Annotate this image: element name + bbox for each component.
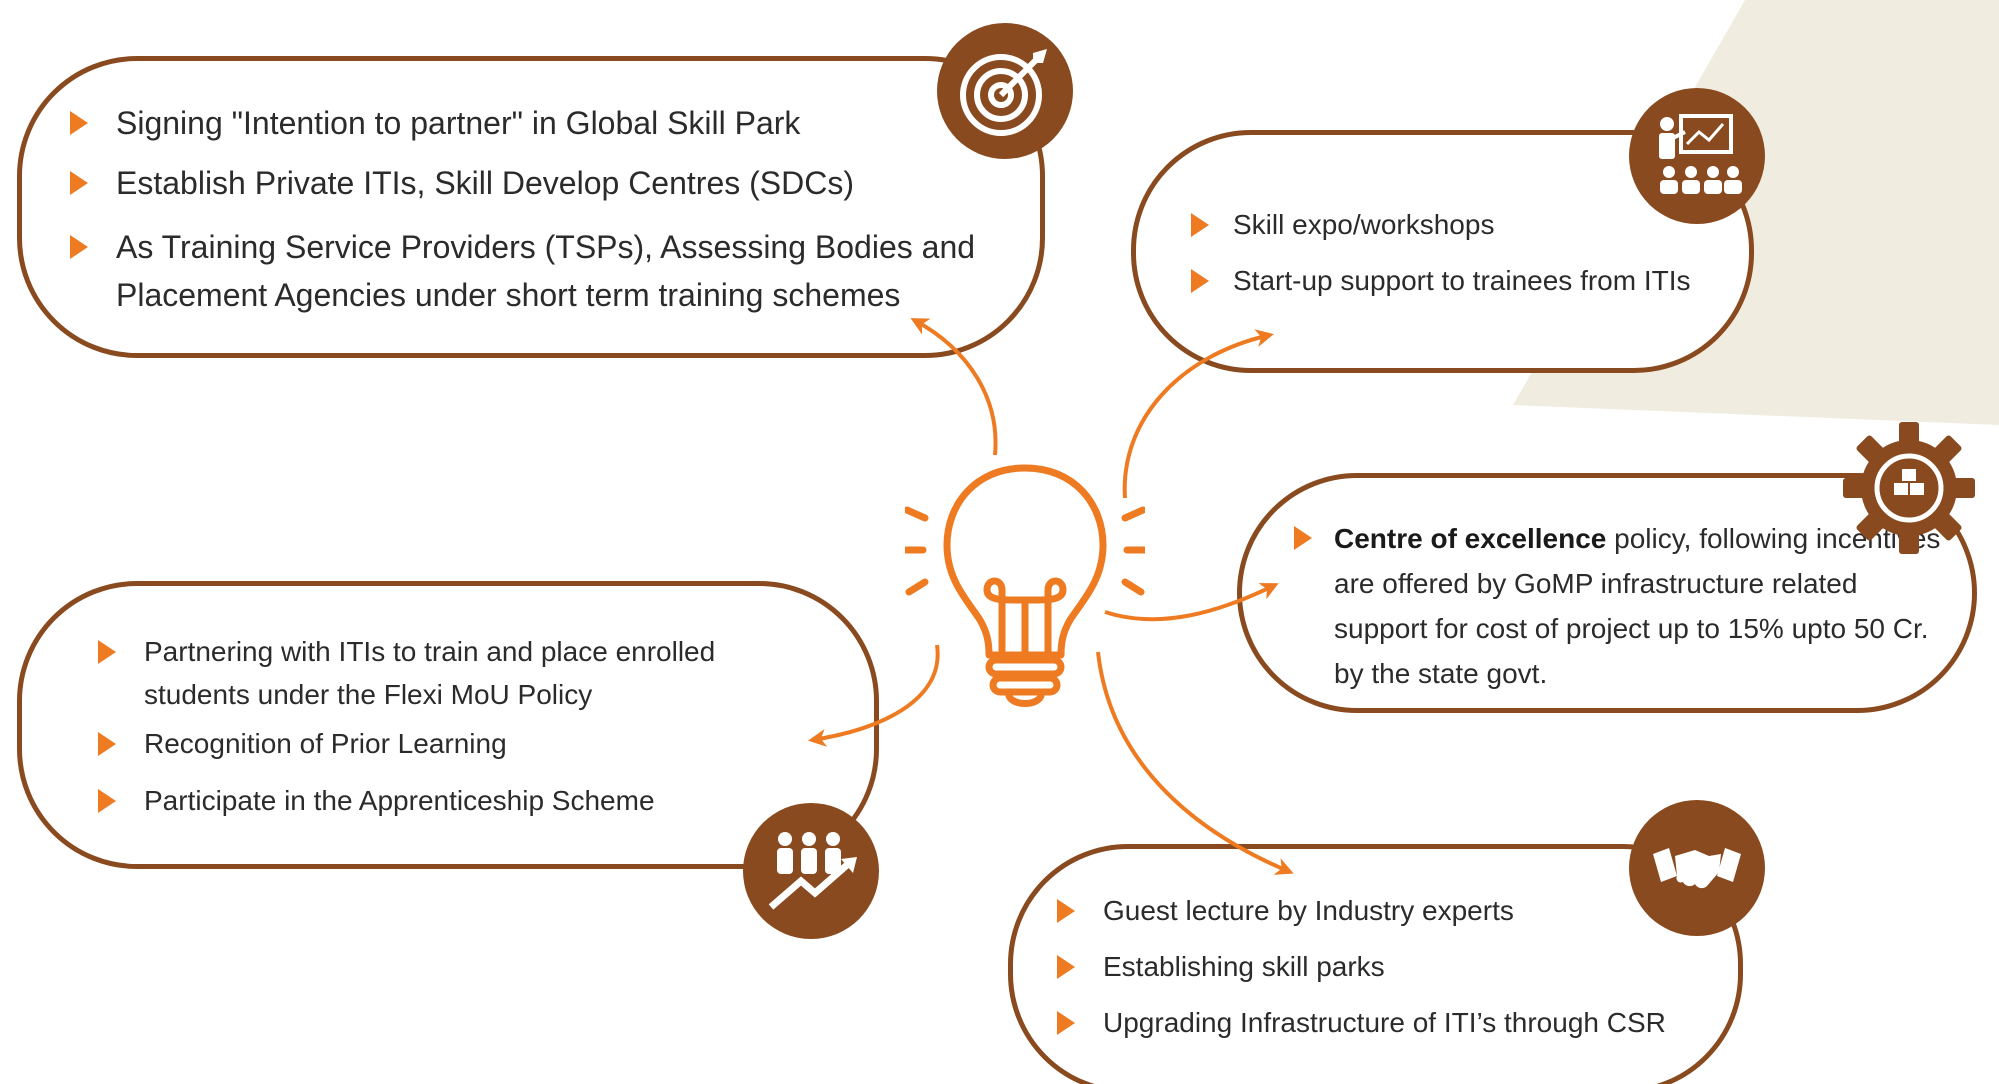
target-icon (937, 23, 1073, 159)
gear-boxes-icon (1841, 420, 1977, 556)
item-text: Upgrading Infrastructure of ITI’s throug… (1103, 1007, 1666, 1038)
presentation-icon (1629, 88, 1765, 224)
list-item: As Training Service Providers (TSPs), As… (70, 223, 1020, 319)
bullet-arrow-icon (1294, 526, 1312, 550)
bullet-arrow-icon (70, 235, 88, 259)
bullet-arrow-icon (70, 171, 88, 195)
people-growth-icon (743, 803, 879, 939)
bullet-arrow-icon (1057, 1011, 1075, 1035)
bullet-arrow-icon (98, 789, 116, 813)
list-item: Partnering with ITIs to train and place … (98, 630, 818, 716)
card-list: Guest lecture by Industry experts Establ… (1057, 893, 1737, 1041)
item-bold-lead: Centre of excellence (1334, 523, 1607, 554)
item-text: Participate in the Apprenticeship Scheme (144, 785, 655, 816)
list-item: Skill expo/workshops (1191, 207, 1751, 243)
list-item: Start-up support to trainees from ITIs (1191, 263, 1751, 299)
card-industry-engagement: Guest lecture by Industry experts Establ… (1008, 844, 1743, 1084)
card-partnership-establish: Signing "Intention to partner" in Global… (17, 56, 1045, 358)
list-item: Establishing skill parks (1057, 949, 1737, 985)
item-text: As Training Service Providers (TSPs), As… (116, 229, 976, 313)
list-item: Establish Private ITIs, Skill Develop Ce… (70, 163, 1020, 203)
item-text: Guest lecture by Industry experts (1103, 895, 1514, 926)
bullet-arrow-icon (98, 732, 116, 756)
list-item: Recognition of Prior Learning (98, 722, 818, 765)
bullet-arrow-icon (1191, 269, 1209, 293)
bullet-arrow-icon (1057, 955, 1075, 979)
item-text: Signing "Intention to partner" in Global… (116, 105, 801, 141)
bullet-arrow-icon (70, 111, 88, 135)
item-text: Partnering with ITIs to train and place … (144, 636, 716, 710)
card-list: Signing "Intention to partner" in Global… (70, 103, 1020, 319)
card-iti-partnering: Partnering with ITIs to train and place … (17, 581, 879, 869)
item-text: Skill expo/workshops (1233, 209, 1495, 240)
handshake-icon (1629, 800, 1765, 936)
card-skill-expo: Skill expo/workshops Start-up support to… (1131, 130, 1754, 373)
bullet-arrow-icon (1057, 899, 1075, 923)
list-item: Upgrading Infrastructure of ITI’s throug… (1057, 1005, 1737, 1041)
item-text: Establish Private ITIs, Skill Develop Ce… (116, 165, 854, 201)
card-centre-of-excellence: Centre of excellence policy, following i… (1237, 473, 1977, 713)
item-text: Recognition of Prior Learning (144, 728, 507, 759)
list-item: Participate in the Apprenticeship Scheme (98, 779, 818, 822)
card-list: Skill expo/workshops Start-up support to… (1191, 207, 1751, 299)
item-text: Establishing skill parks (1103, 951, 1385, 982)
lightbulb-icon (905, 464, 1145, 707)
card-list: Partnering with ITIs to train and place … (98, 630, 818, 822)
list-item: Signing "Intention to partner" in Global… (70, 103, 1020, 143)
item-text: Start-up support to trainees from ITIs (1233, 265, 1691, 296)
bullet-arrow-icon (1191, 213, 1209, 237)
bullet-arrow-icon (98, 640, 116, 664)
list-item: Guest lecture by Industry experts (1057, 893, 1737, 929)
